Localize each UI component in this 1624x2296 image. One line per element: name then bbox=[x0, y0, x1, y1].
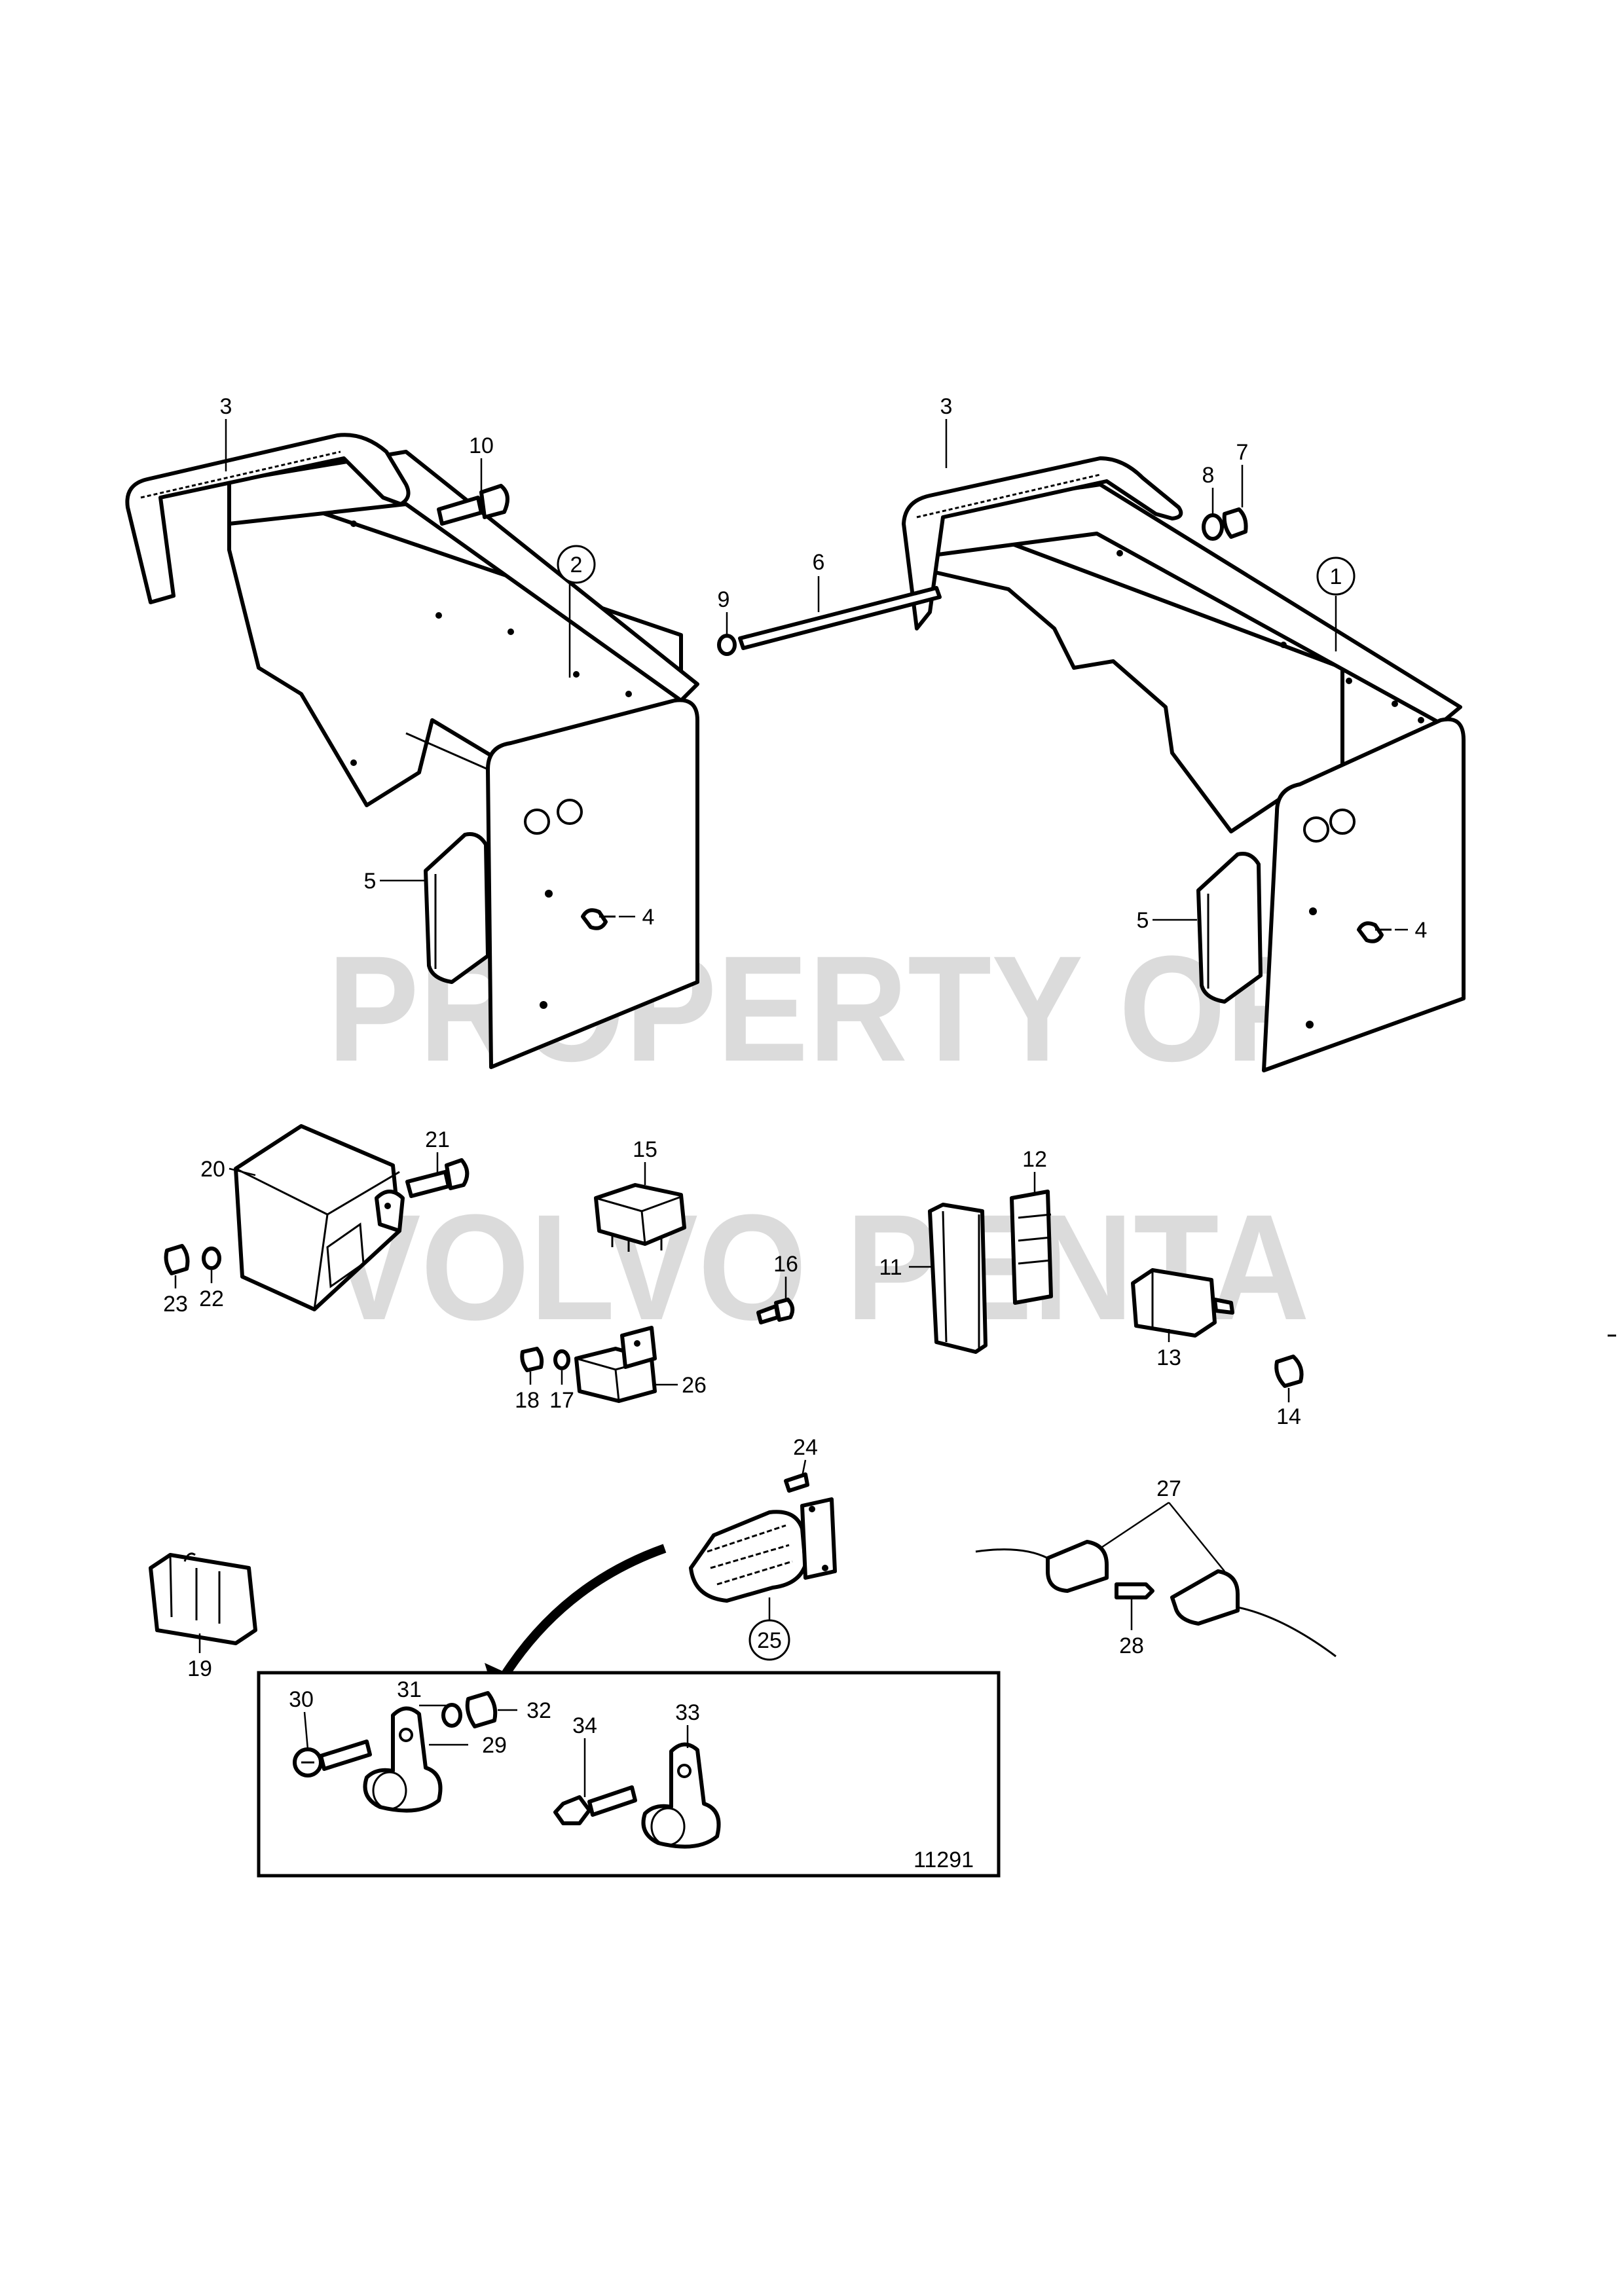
callout-33: 33 bbox=[675, 1700, 700, 1725]
callout-22: 22 bbox=[199, 1286, 224, 1311]
callout-circle-2 bbox=[557, 545, 596, 584]
callout-29: 29 bbox=[482, 1733, 507, 1758]
screw-4-left bbox=[581, 908, 616, 930]
module-20 bbox=[234, 1124, 405, 1311]
rod-6 bbox=[738, 586, 942, 650]
cover-11 bbox=[928, 1203, 987, 1354]
callout-20: 20 bbox=[200, 1157, 225, 1182]
screw-30 bbox=[293, 1740, 372, 1777]
plug-25 bbox=[689, 1497, 837, 1603]
callout-10: 10 bbox=[469, 433, 494, 458]
callout-19: 19 bbox=[187, 1656, 212, 1681]
circuit-breaker-13 bbox=[1131, 1268, 1234, 1338]
screw-10 bbox=[437, 484, 509, 526]
washer-22 bbox=[202, 1247, 221, 1270]
callout-11: 11 bbox=[879, 1255, 902, 1280]
washer-8 bbox=[1202, 513, 1224, 541]
clamp-29 bbox=[363, 1706, 443, 1813]
screw-21 bbox=[405, 1158, 470, 1198]
callout-34: 34 bbox=[572, 1713, 597, 1738]
cable-connector-27 bbox=[975, 1540, 1337, 1658]
bolt-34 bbox=[553, 1785, 637, 1825]
pin-28 bbox=[1115, 1582, 1154, 1599]
plate-5-right bbox=[1196, 852, 1263, 1004]
callout-15: 15 bbox=[633, 1137, 657, 1162]
relay-26 bbox=[574, 1326, 657, 1403]
leader-lines bbox=[174, 419, 1408, 1797]
callout-2: 2 bbox=[570, 553, 583, 577]
callout-4-right: 4 bbox=[1415, 918, 1428, 943]
callout-1: 1 bbox=[1330, 564, 1342, 589]
callout-circle-1 bbox=[1316, 556, 1356, 596]
screw-24 bbox=[784, 1472, 809, 1493]
washer-17 bbox=[553, 1349, 570, 1370]
plate-5-left bbox=[424, 832, 490, 984]
callout-5-left: 5 bbox=[364, 869, 377, 894]
callout-18: 18 bbox=[515, 1388, 540, 1413]
edge-strip-3-right bbox=[902, 456, 1183, 630]
nut-7 bbox=[1222, 507, 1248, 539]
callout-circle-25 bbox=[748, 1619, 790, 1661]
callout-26: 26 bbox=[682, 1373, 707, 1398]
callout-5-right: 5 bbox=[1137, 908, 1149, 933]
callout-labels: 1 2 3 3 4 4 5 5 6 7 8 9 10 11 12 13 14 1… bbox=[163, 394, 1427, 1758]
connector-19 bbox=[149, 1552, 257, 1645]
callout-6: 6 bbox=[813, 550, 825, 575]
nut-23 bbox=[164, 1244, 190, 1275]
drawing-number: 11291 bbox=[913, 1848, 974, 1872]
callout-12: 12 bbox=[1022, 1147, 1047, 1172]
washer-31 bbox=[441, 1703, 462, 1728]
callout-23: 23 bbox=[163, 1292, 188, 1317]
callout-14: 14 bbox=[1276, 1404, 1301, 1429]
callout-16: 16 bbox=[773, 1252, 798, 1277]
clamp-33 bbox=[641, 1742, 721, 1849]
callout-25: 25 bbox=[757, 1628, 782, 1653]
nut-32 bbox=[465, 1691, 498, 1728]
callout-3-left: 3 bbox=[220, 394, 232, 419]
terminal-strip-12 bbox=[1010, 1190, 1053, 1305]
callout-30: 30 bbox=[289, 1687, 314, 1712]
screw-4-right bbox=[1357, 921, 1392, 943]
screw-16 bbox=[756, 1298, 795, 1324]
callout-21: 21 bbox=[425, 1127, 450, 1152]
callout-3-right: 3 bbox=[940, 394, 953, 419]
callout-17: 17 bbox=[549, 1388, 574, 1413]
callout-4-left: 4 bbox=[642, 905, 655, 930]
callout-8: 8 bbox=[1202, 463, 1215, 488]
callout-13: 13 bbox=[1156, 1345, 1181, 1370]
callout-7: 7 bbox=[1236, 440, 1249, 465]
callout-24: 24 bbox=[793, 1435, 818, 1460]
edge-strip-3-left bbox=[125, 433, 411, 604]
callout-27: 27 bbox=[1156, 1476, 1181, 1501]
washer-9 bbox=[717, 634, 737, 656]
nut-18 bbox=[520, 1347, 544, 1372]
relay-15 bbox=[594, 1183, 686, 1252]
callout-28: 28 bbox=[1119, 1633, 1144, 1658]
callout-31: 31 bbox=[397, 1677, 422, 1702]
callout-32: 32 bbox=[526, 1698, 551, 1723]
callout-9: 9 bbox=[718, 587, 730, 612]
nut-14 bbox=[1274, 1355, 1304, 1388]
